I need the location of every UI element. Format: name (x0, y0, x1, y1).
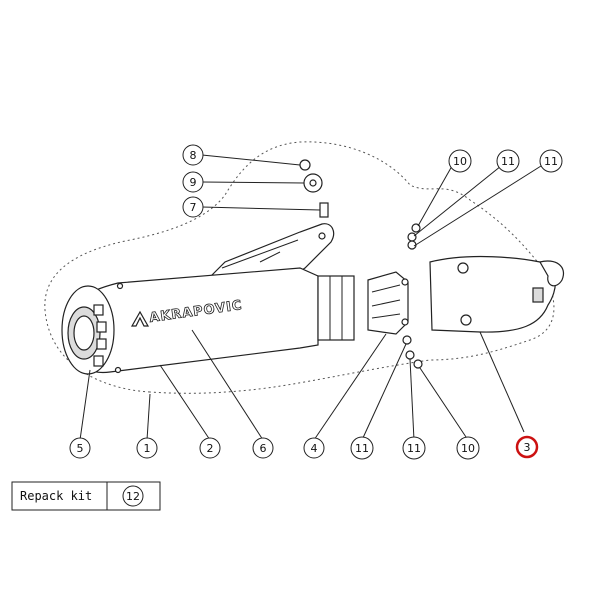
end-cap-vent-3 (96, 338, 107, 350)
callout-11-bottom-b: 11 (402, 436, 426, 460)
callout-11-top-a: 11 (496, 149, 520, 173)
silencer-body (79, 267, 319, 374)
callout-11-bottom-a: 11 (350, 436, 374, 460)
bracket-line (221, 239, 299, 269)
svg-text:1: 1 (144, 442, 151, 455)
connector-pipe (317, 275, 355, 341)
callout-11-top-b: 11 (539, 149, 563, 173)
svg-text:11: 11 (355, 442, 369, 455)
bracket-hole (318, 232, 326, 240)
callout-2: 2 (199, 437, 221, 459)
coupling-sleeve-lines (371, 284, 401, 319)
callout-9: 9 (182, 171, 204, 193)
bolt-7 (319, 202, 329, 218)
callout-10-bottom: 10 (456, 436, 480, 460)
end-cap-vent-2 (96, 321, 107, 333)
svg-text:10: 10 (453, 155, 467, 168)
washer-11-bottom-b (405, 350, 415, 360)
end-cap-vent-1 (93, 304, 104, 316)
body-rivet-1 (116, 282, 124, 290)
brand-logo-mark (130, 310, 150, 327)
svg-text:2: 2 (207, 442, 214, 455)
svg-text:3: 3 (524, 441, 531, 454)
washer-9-hole (309, 179, 317, 187)
callout-6: 6 (252, 437, 274, 459)
svg-text:4: 4 (311, 442, 318, 455)
callout-4: 4 (303, 437, 325, 459)
bracket-fold-line (259, 251, 281, 263)
washer-11-bottom-a (402, 335, 412, 345)
washer-8 (299, 159, 311, 171)
repack-kit-box: Repack kit 12 (11, 481, 161, 511)
callout-1: 1 (136, 437, 158, 459)
coupling-sleeve-tab-2 (401, 318, 409, 326)
callout-7: 7 (182, 196, 204, 218)
svg-text:11: 11 (544, 155, 558, 168)
nut-10-bottom (413, 359, 423, 369)
end-cap-vent-4 (93, 355, 104, 367)
callout-5: 5 (69, 437, 91, 459)
svg-text:6: 6 (260, 442, 267, 455)
heat-shield-hook (539, 260, 564, 287)
repack-kit-label: Repack kit (20, 489, 92, 503)
svg-text:11: 11 (501, 155, 515, 168)
svg-text:11: 11 (407, 442, 421, 455)
svg-text:5: 5 (77, 442, 84, 455)
svg-text:7: 7 (190, 201, 197, 214)
washer-11-top-a (407, 232, 417, 242)
mounting-bracket (210, 223, 335, 279)
callout-3-highlighted: 3 (515, 435, 539, 459)
callout-10-top: 10 (448, 149, 472, 173)
svg-text:8: 8 (190, 149, 197, 162)
assembly-outline (44, 141, 555, 394)
coupling-sleeve-tab-1 (401, 278, 409, 286)
repack-kit-number: 12 (126, 490, 140, 503)
heat-shield-hole-2 (460, 314, 472, 326)
leader-lines (79, 154, 542, 441)
svg-text:10: 10 (461, 442, 475, 455)
heat-shield-hole-1 (457, 262, 469, 274)
body-rivet-2 (114, 366, 122, 374)
heat-shield-slot (532, 287, 544, 303)
end-cap-core (73, 315, 95, 351)
svg-text:9: 9 (190, 176, 197, 189)
callout-8: 8 (182, 144, 204, 166)
